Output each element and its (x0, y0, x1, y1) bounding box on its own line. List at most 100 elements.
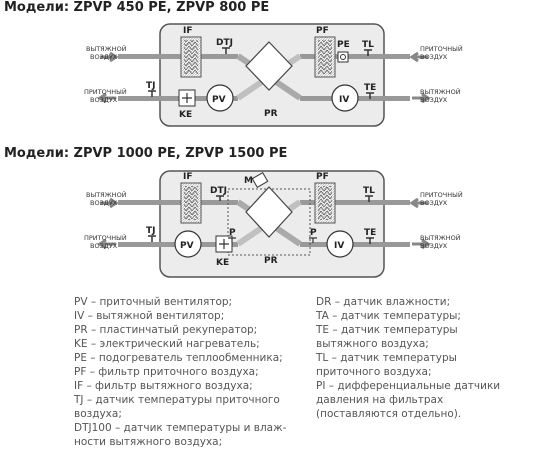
label-pv: PV (180, 241, 194, 251)
label-iv: IV (339, 95, 349, 105)
label-if: IF (183, 172, 193, 182)
pe-heater-icon (340, 54, 346, 60)
diagram2-title: Модели: ZPVP 1000 PE, ZPVP 1500 PE (4, 146, 288, 161)
label-p2: P (310, 228, 317, 238)
dtj-sensor-icon (222, 47, 230, 54)
label-te: TE (364, 83, 376, 93)
legend-item: давления на фильтрах (316, 394, 444, 406)
pr-recuperator (245, 186, 293, 238)
label-dtj: DTJ (216, 38, 233, 48)
legend-right: DR – датчик влажности; TA – датчик темпе… (316, 295, 500, 421)
exhaust-out-duct (300, 242, 410, 247)
legend-item: PF – фильтр приточного воздуха; (74, 366, 259, 378)
pv-fan (174, 230, 202, 258)
te-sensor-icon (366, 237, 374, 244)
side-label-rb1: ВЫТЯЖНОЙ (420, 233, 461, 242)
label-pv: PV (212, 95, 226, 105)
legend-item: PV – приточный вентилятор; (74, 296, 233, 308)
label-te: TE (364, 228, 376, 238)
label-tj: TJ (146, 81, 156, 91)
pe-heater (337, 51, 349, 63)
m-actuator (251, 171, 269, 189)
label-dtj: DTJ (210, 186, 227, 196)
label-p1: P (229, 228, 236, 238)
legend-item: TJ – датчик температуры приточного (74, 394, 280, 406)
side-label-lt1: ВЫТЯЖНОЙ (86, 44, 127, 53)
iv-fan (326, 230, 354, 258)
legend-item: (поставляются отдельно). (316, 408, 462, 420)
ke-plus-icon (182, 93, 192, 103)
label-tl: TL (363, 186, 375, 196)
side-label-rb1: ВЫТЯЖНОЙ (420, 87, 461, 96)
legend-item: вытяжного воздуха; (316, 338, 429, 350)
side-label-lb1: ПРИТОЧНЫЙ (84, 87, 127, 96)
p2-sensor-icon (309, 237, 317, 243)
side-label-rt1: ПРИТОЧНЫЙ (420, 44, 463, 53)
supply-out-duct (118, 96, 238, 101)
side-label-rt2: ВОЗДУХ (420, 199, 448, 207)
legend-item: KE – электрический нагреватель; (74, 338, 260, 350)
side-label-rb2: ВОЗДУХ (420, 96, 448, 104)
legend-item: TA – датчик температуры; (316, 310, 461, 322)
tj-sensor-icon (148, 90, 156, 97)
label-pr: PR (264, 256, 278, 266)
legend-item: PE – подогреватель теплообменника; (74, 352, 283, 364)
arrow-right-top-icon (409, 51, 428, 63)
label-tl: TL (362, 40, 374, 50)
legend-item: PR – пластинчатый рекуператор; (74, 324, 258, 336)
arrow-right-top-icon (409, 197, 428, 209)
legend-item: ности вытяжного воздуха; (74, 436, 223, 448)
side-label-rt1: ПРИТОЧНЫЙ (420, 190, 463, 199)
side-label-lb2: ВОЗДУХ (90, 96, 118, 104)
pv-fan (206, 84, 234, 112)
arrow-left-bottom-icon (97, 238, 116, 250)
label-pf: PF (316, 172, 329, 182)
legend-item: воздуха; (74, 408, 122, 420)
label-pe: PE (337, 40, 350, 50)
arrow-right-bottom-icon (412, 92, 431, 104)
supply-in-duct (300, 200, 410, 205)
label-m: M (244, 176, 253, 186)
diagram1-title: Модели: ZPVP 450 PE, ZPVP 800 PE (4, 0, 270, 15)
ke-plus-icon (219, 239, 229, 249)
legend-item: TE – датчик температуры (316, 324, 458, 336)
exhaust-in-duct (118, 54, 238, 59)
tj-sensor-icon (148, 235, 156, 242)
legend-left: PV – приточный вентилятор; IV – вытяжной… (74, 295, 286, 449)
arrow-left-top-icon (100, 51, 119, 63)
arrow-left-top-icon (100, 197, 119, 209)
diagram1: ВЫТЯЖНОЙ ВОЗДУХ ПРИТОЧНЫЙ ВОЗДУХ ПРИТОЧН… (84, 23, 463, 127)
legend-item: IF – фильтр вытяжного воздуха; (74, 380, 253, 392)
legend-item: PI – дифференциальные датчики (316, 380, 501, 392)
label-pr: PR (264, 109, 278, 119)
pr-recuperator (245, 41, 293, 91)
label-pf: PF (316, 26, 329, 36)
arrow-right-bottom-icon (412, 238, 431, 250)
side-label-rt2: ВОЗДУХ (420, 53, 448, 61)
side-label-lt2: ВОЗДУХ (90, 53, 118, 61)
legend-item: TL – датчик температуры (316, 352, 457, 364)
tl-sensor-icon (365, 195, 373, 202)
exhaust-in-duct (118, 200, 238, 205)
legend-item: DR – датчик влажности; (316, 296, 451, 308)
te-sensor-icon (366, 92, 374, 99)
side-label-lb2: ВОЗДУХ (90, 242, 118, 250)
label-iv: IV (334, 241, 344, 251)
tl-sensor-icon (364, 49, 372, 56)
diagram2: ВЫТЯЖНОЙ ВОЗДУХ ПРИТОЧНЫЙ ВОЗДУХ ПРИТОЧН… (84, 170, 463, 278)
iv-fan (331, 84, 359, 112)
label-ke: KE (179, 110, 192, 120)
p1-sensor-icon (228, 237, 236, 243)
legend-item: приточного воздуха; (316, 366, 432, 378)
side-label-lt1: ВЫТЯЖНОЙ (86, 190, 127, 199)
side-label-lb1: ПРИТОЧНЫЙ (84, 233, 127, 242)
label-if: IF (183, 26, 193, 36)
arrow-left-bottom-icon (97, 92, 116, 104)
label-ke: KE (216, 258, 229, 268)
side-label-lt2: ВОЗДУХ (90, 199, 118, 207)
label-tj: TJ (146, 226, 156, 236)
legend-item: IV – вытяжной вентилятор; (74, 310, 225, 322)
supply-in-duct (300, 54, 410, 59)
dtj-sensor-icon (216, 195, 224, 201)
legend-item: DTJ100 – датчик температуры и влаж- (74, 422, 287, 434)
